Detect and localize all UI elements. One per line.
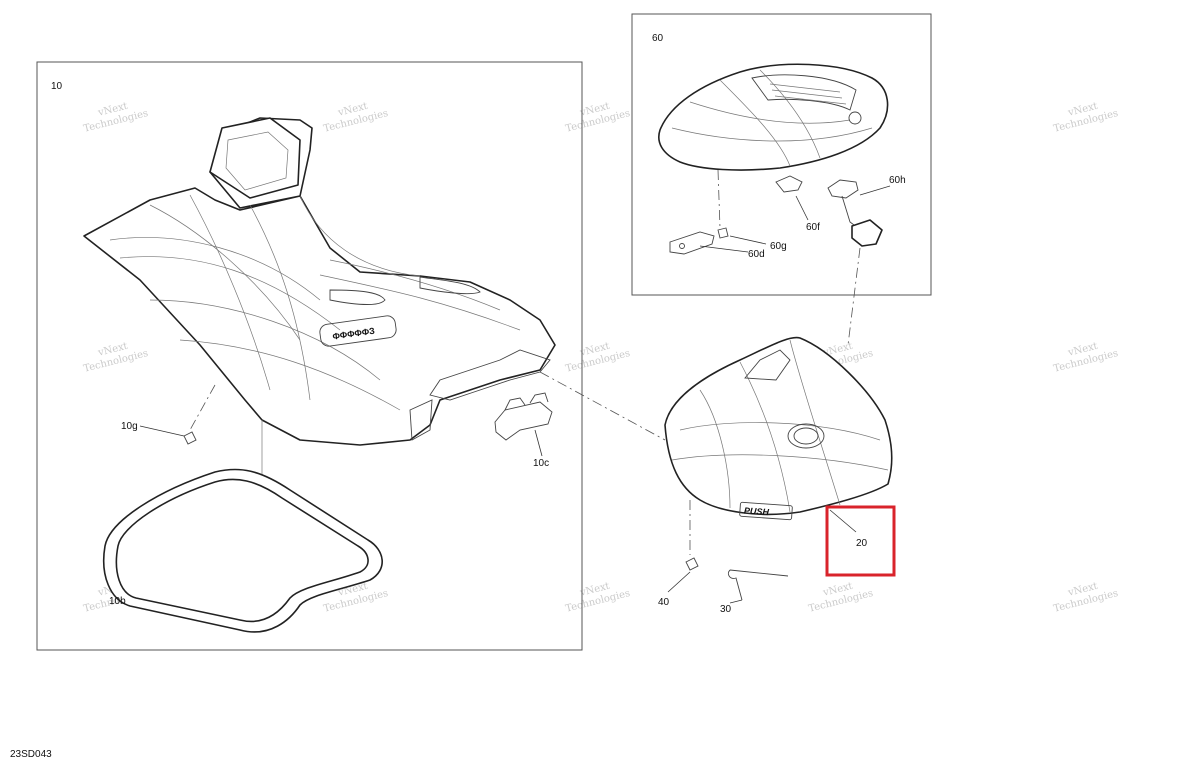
latch-part-60h[interactable]: [827, 179, 891, 247]
latch-part-10c[interactable]: [494, 392, 553, 457]
connector-line-clip: [189, 384, 216, 431]
label-60h: 60h: [889, 175, 906, 186]
svg-text:PUSH: PUSH: [744, 505, 770, 517]
label-60: 60: [652, 33, 664, 44]
label-10b: 10b: [109, 596, 126, 607]
frame-seat-assembly: [36, 61, 583, 651]
label-60g: 60g: [770, 241, 787, 252]
gasket-part-10b[interactable]: [103, 468, 383, 633]
frame-backrest-assembly: [631, 13, 932, 296]
label-10: 10: [51, 81, 63, 92]
label-10g: 10g: [121, 421, 138, 432]
nut-part-40[interactable]: [667, 557, 699, 593]
nut-part-60g[interactable]: [717, 227, 767, 245]
cover-part-20[interactable]: PUSH: [664, 336, 893, 533]
backrest-part-60[interactable]: [658, 63, 889, 171]
clip-part-10g[interactable]: [139, 425, 197, 445]
label-20: 20: [856, 538, 868, 549]
highlight-box: [825, 505, 896, 577]
connector-line-backrest: [847, 247, 861, 346]
bracket-part-60d[interactable]: [669, 231, 749, 255]
connector-line-60g: [717, 169, 721, 229]
diagram-code: 23SD043: [10, 749, 52, 760]
connector-line-seat-to-cover: [539, 371, 666, 441]
label-60f: 60f: [806, 222, 820, 233]
label-40: 40: [658, 597, 670, 608]
label-30: 30: [720, 604, 732, 615]
seat-part-10[interactable]: ΦΦΦΦΦЗ: [83, 117, 556, 555]
label-10c: 10c: [533, 458, 549, 469]
bracket-part-60f[interactable]: [775, 175, 809, 221]
label-60d: 60d: [748, 249, 765, 260]
pin-part-30[interactable]: [727, 569, 789, 604]
